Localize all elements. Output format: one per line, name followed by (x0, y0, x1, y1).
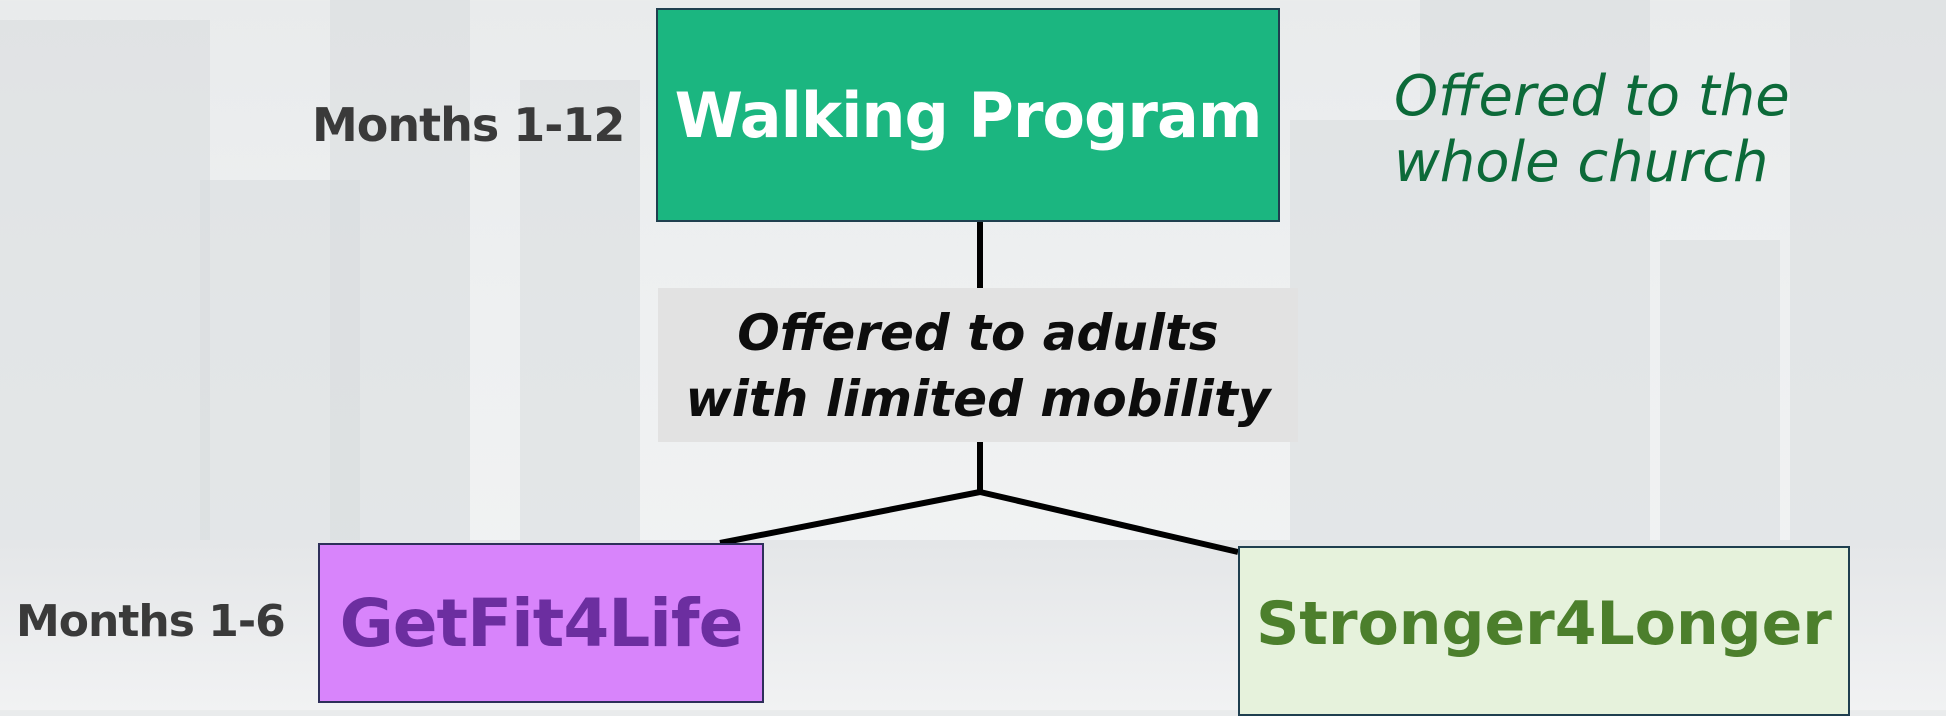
whole-church-line-1: Offered to the (1394, 64, 1790, 129)
getfit4life-box: GetFit4Life (318, 543, 764, 703)
connector-right (979, 489, 1239, 555)
limited-mobility-box: Offered to adults with limited mobility (658, 288, 1298, 442)
whole-church-line-2: whole church (1394, 130, 1769, 195)
whole-church-note: Offered to the whole church (1394, 64, 1790, 196)
connector-left (719, 489, 981, 546)
getfit4life-label: GetFit4Life (339, 584, 744, 662)
months-1-12-label: Months 1-12 (312, 98, 625, 152)
limited-mobility-line-2: with limited mobility (685, 370, 1271, 428)
stronger4longer-label: Stronger4Longer (1256, 589, 1832, 659)
limited-mobility-line-1: Offered to adults (737, 304, 1219, 362)
walking-program-box: Walking Program (656, 8, 1280, 222)
stronger4longer-box: Stronger4Longer (1238, 546, 1850, 716)
months-1-6-label: Months 1-6 (16, 596, 286, 647)
walking-program-label: Walking Program (674, 78, 1263, 152)
